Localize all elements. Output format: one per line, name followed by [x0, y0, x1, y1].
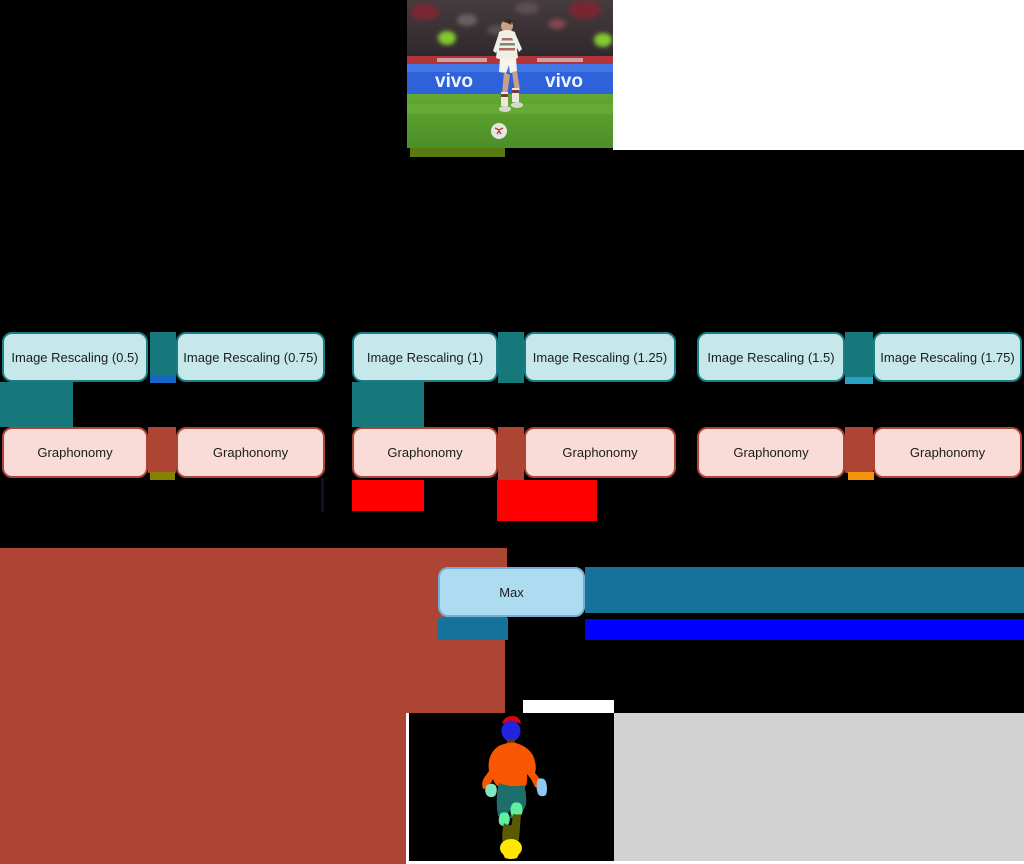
graphonomy-label-2: Graphonomy — [387, 445, 463, 460]
rescale-label-1: Image Rescaling (0.75) — [183, 349, 318, 365]
connector-brick-3 — [845, 427, 873, 473]
seg-left-knee — [498, 812, 510, 827]
output-gray-panel — [614, 713, 1024, 861]
rescale-box-1: Image Rescaling (0.75) — [176, 332, 325, 382]
seg-right-hand — [536, 778, 547, 797]
seg-right-knee — [510, 802, 523, 818]
connector-cyan-3 — [845, 377, 873, 384]
graphonomy-label-0: Graphonomy — [37, 445, 113, 460]
connector-brick-2 — [498, 427, 524, 480]
graphonomy-box-2: Graphonomy — [352, 427, 498, 478]
connector-teal-1 — [150, 332, 176, 376]
connector-red-2 — [497, 480, 597, 521]
rescale-box-2: Image Rescaling (1) — [352, 332, 498, 382]
seg-right-leg — [509, 814, 521, 844]
max-box: Max — [438, 567, 585, 617]
rescale-box-4: Image Rescaling (1.5) — [697, 332, 845, 382]
connector-olive-1 — [150, 472, 175, 480]
graphonomy-box-0: Graphonomy — [2, 427, 148, 478]
rescale-label-2: Image Rescaling (1) — [366, 349, 484, 365]
connector-down-to-output — [505, 640, 523, 713]
connector-blue-right — [585, 619, 1024, 640]
seg-neck — [507, 739, 515, 745]
black-gap-under-max — [508, 618, 585, 640]
pitch-grass — [407, 94, 613, 148]
connector-teal-col-1 — [0, 382, 73, 427]
ad-text-left: vivo — [435, 71, 473, 92]
connector-red-1 — [352, 480, 424, 511]
graphonomy-box-3: Graphonomy — [524, 427, 676, 478]
graphonomy-label-1: Graphonomy — [212, 445, 289, 460]
connector-teal-2 — [498, 332, 524, 383]
graphonomy-label-5: Graphonomy — [909, 445, 986, 460]
rescale-label-4: Image Rescaling (1.5) — [707, 349, 835, 365]
rescale-box-3: Image Rescaling (1.25) — [524, 332, 676, 382]
connector-brick-1 — [148, 427, 176, 473]
ad-text-right: vivo — [545, 71, 583, 92]
seg-left-hand — [485, 783, 497, 798]
segmentation-output — [409, 713, 614, 861]
connector-teal-col-3 — [352, 382, 424, 427]
connector-teal-3 — [845, 332, 873, 377]
seg-torso — [482, 742, 542, 791]
segmented-person — [482, 716, 547, 859]
seg-shoe — [500, 839, 522, 857]
graphonomy-box-5: Graphonomy — [873, 427, 1022, 478]
seg-shoe-sole — [503, 854, 519, 859]
connector-steel-under-max — [438, 618, 508, 640]
connector-steel-right — [585, 567, 1024, 613]
connector-orange-3 — [848, 472, 874, 480]
rescale-box-5: Image Rescaling (1.75) — [873, 332, 1022, 382]
background-top-right — [613, 0, 1024, 150]
brick-region-bottom-left — [0, 713, 407, 864]
input-photo: vivo vivo — [407, 0, 613, 148]
graphonomy-label-3: Graphonomy — [562, 445, 638, 460]
brick-region-main — [0, 548, 507, 713]
player — [491, 19, 523, 139]
connector-blue-1 — [150, 375, 176, 383]
connector-line — [321, 478, 324, 512]
graphonomy-box-4: Graphonomy — [697, 427, 845, 478]
rescale-label-3: Image Rescaling (1.25) — [532, 349, 668, 365]
rescale-label-0: Image Rescaling (0.5) — [11, 349, 139, 365]
graphonomy-box-1: Graphonomy — [176, 427, 325, 478]
rescale-box-0: Image Rescaling (0.5) — [2, 332, 148, 382]
connector-olive-top — [410, 148, 505, 157]
white-gap — [523, 700, 614, 713]
max-label: Max — [499, 584, 524, 600]
graphonomy-label-4: Graphonomy — [733, 445, 809, 460]
crowd-detail — [411, 1, 612, 47]
seg-face — [501, 720, 521, 742]
rescale-label-5: Image Rescaling (1.75) — [880, 349, 1015, 365]
